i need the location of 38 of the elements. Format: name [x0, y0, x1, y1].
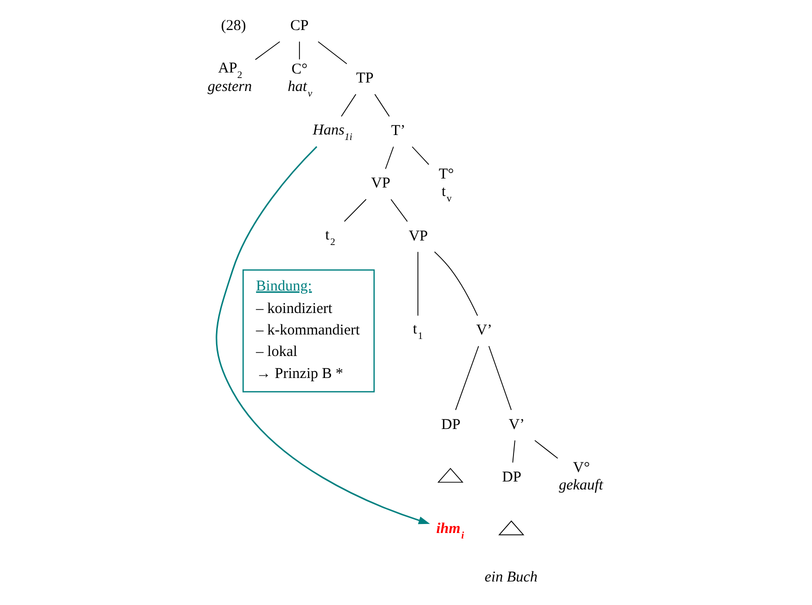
connector — [254, 41, 280, 60]
connector — [374, 94, 390, 117]
node-text: AP$_{2}$ gestern — [208, 60, 252, 95]
node-text: t$_{2}$ — [325, 227, 336, 248]
node-text: DP — [441, 416, 460, 433]
arrow — [216, 146, 430, 524]
connector — [318, 41, 348, 64]
node-text: T° t$_{v}$ — [438, 166, 454, 205]
node-text: TP — [356, 70, 374, 87]
node-text: T’ — [391, 123, 406, 140]
connector — [417, 251, 418, 316]
node-text: V’ — [508, 416, 525, 433]
label: (28) — [221, 18, 246, 34]
node-triangle — [437, 468, 464, 483]
connector — [390, 198, 408, 222]
connector — [340, 94, 356, 117]
connector — [385, 146, 394, 170]
node-text: Hans$_{1i}$ — [312, 122, 352, 143]
connector — [299, 41, 300, 60]
connector — [534, 440, 558, 459]
node-text: VP — [408, 228, 428, 244]
node-text: DP — [502, 469, 522, 486]
node-box: Bindung: – koindiziert – k-kommandiert – lokal → Prinzip B * — [242, 269, 375, 392]
node-triangle — [498, 520, 524, 536]
node-text: C° hat$_{v}$ — [288, 61, 312, 100]
connector — [488, 346, 512, 410]
node-text: ihm$_{i}$ — [436, 521, 464, 542]
node-text: t$_{1}$ — [412, 322, 423, 342]
node-text: CP — [290, 18, 309, 34]
connector — [344, 198, 367, 222]
connector — [434, 251, 478, 316]
node-text: ein Buch — [484, 569, 538, 586]
node-text: VP — [371, 176, 390, 192]
connector — [412, 146, 430, 165]
connector — [455, 346, 479, 410]
node-text: V° gekauft — [558, 460, 604, 494]
node-text: V’ — [476, 322, 492, 339]
connector — [512, 440, 516, 463]
